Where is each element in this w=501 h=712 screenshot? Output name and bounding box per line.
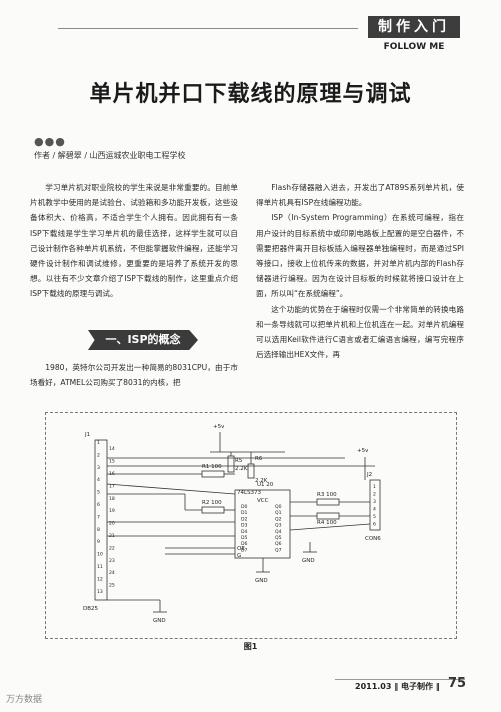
left-column-lower: 1980，英特尔公司开发出一种简易的8031CPU，由于市场看好，ATMEL公司… [30,360,238,390]
u1-output-pin: Q2 [275,516,282,522]
j2-pin-label: 4 [373,507,376,513]
db25-pin-label: 1 [97,440,100,446]
r5-label: R5 [235,458,243,464]
db25-pin-label: 13 [97,589,103,595]
gnd-label-3: GND [302,558,315,564]
right-column: Flash存储器融入进去，开发出了AT89S系列单片机，使得单片机具有ISP在线… [256,180,464,362]
u1-input-pin: D1 [241,510,248,516]
db25-pin-label: 14 [109,446,115,452]
db25-pin-label: 3 [97,465,100,471]
db25-pin-label: 9 [97,539,100,545]
gnd-label-2: GND [255,578,268,584]
db25-pin-label: 2 [97,452,100,458]
db25-pin-label: 22 [109,545,115,551]
right-paragraph-3: 这个功能的优势在于编程时仅需一个非常简单的转换电路和一条导线就可以把单片机和上位… [256,304,464,360]
title-dots: ●●● [34,135,66,148]
db25-pin-label: 16 [109,471,115,477]
r4-resistor [316,512,340,520]
db25-pin-label: 5 [97,490,100,496]
u1-type-label: 74LS373 [237,490,262,496]
circuit-schematic: +5v +5v J1 J2 DB25 CON6 GND GND GND R1 1… [83,424,381,624]
u1-input-pin: D2 [241,516,248,522]
db25-pin-label: 21 [109,533,115,539]
right-paragraph-2: ISP（In-System Programming）在系统可编程，指在用户设计的… [256,213,464,299]
vcc-right-label: +5v [357,448,369,454]
section-tab: 制作入门 [368,16,460,38]
u1-input-pin: D5 [241,535,248,541]
db25-pin-label: 20 [109,521,115,527]
u1-output-pin: Q6 [275,541,282,547]
u1-input-pin: D0 [241,504,248,510]
r2-resistor [201,506,225,514]
u1-input-pin: D7 [241,547,248,553]
db25-pin-label: 6 [97,502,100,508]
right-paragraph-1: Flash存储器融入进去，开发出了AT89S系列单片机，使得单片机具有ISP在线… [256,183,464,208]
gnd-label-1: GND [153,618,166,624]
db25-pin-label: 17 [109,483,115,489]
u1-oe-pin: OE [237,546,245,552]
r5-value: 2.2K [235,466,248,472]
author-line: 作者 / 解碧翠 / 山西运城农业职电工程学校 [34,151,186,160]
header-rule [58,28,358,29]
u1-output-pin: Q0 [275,504,282,510]
u1-output-pin: Q4 [275,529,282,535]
u1-g-pin: G [237,553,241,559]
db25-pin-label: 25 [109,583,115,589]
watermark: 万方数据 [6,695,43,705]
db25-label: DB25 [83,606,99,612]
r4-label: R4 100 [317,520,337,526]
db25-pin-label: 7 [97,514,100,520]
db25-pin-label: 23 [109,558,115,564]
j1-label: J1 [84,432,90,438]
figure-caption: 图1 [243,642,258,651]
u1-input-pin: D4 [241,529,248,535]
db25-pin-label: 18 [109,496,115,502]
j2-pin-label: 6 [373,522,376,528]
section-heading-isp: 一、ISP的概念 [88,330,198,350]
j2-pin-label: 5 [373,514,376,520]
u1-output-pin: Q1 [275,510,282,516]
vcc-top-label: +5v [213,424,225,430]
db25-pin-label: 15 [109,459,115,465]
j2-label: J2 [366,472,372,478]
r1-label: R1 100 [202,464,222,470]
r6-value: 2.2K [255,478,268,484]
u1-label: U1 20 [257,482,274,488]
db25-pin-label: 12 [97,576,103,582]
u1-input-pin: D3 [241,523,248,529]
u1-input-pin: D6 [241,541,248,547]
u1-output-pin: Q7 [275,547,282,553]
figure-frame [45,412,457,639]
j2-pin-label: 2 [373,492,376,498]
j2-pin-label: 1 [373,484,376,490]
u1-vcc-pin: VCC [257,498,269,504]
j2-pin-label: 3 [373,499,376,505]
j2-body [369,479,381,531]
r1-resistor [201,470,225,478]
db25-pin-label: 4 [97,477,100,483]
db25-pin-label: 24 [109,570,115,576]
intro-paragraph: 学习单片机对职业院校的学生来说是非常重要的。目前单片机教学中使用的是试验台、试验… [30,183,238,299]
db25-pin-label: 19 [109,508,115,514]
section-subtitle: FOLLOW ME [383,42,445,52]
db25-pin-label: 8 [97,527,100,533]
page-number: 75 [448,676,467,691]
r3-resistor [316,498,340,506]
r3-label: R3 100 [317,492,337,498]
footer-rule [335,679,465,680]
u1-output-pin: Q3 [275,523,282,529]
issue-info: 2011.03 ‖ 电子制作 ‖ [355,682,440,691]
con6-label: CON6 [365,536,381,542]
u1-chip [234,489,291,559]
db25-pin-label: 10 [97,552,103,558]
left-column: 学习单片机对职业院校的学生来说是非常重要的。目前单片机教学中使用的是试验台、试验… [30,180,238,302]
article-title: 单片机并口下载线的原理与调试 [89,82,412,107]
r2-label: R2 100 [202,500,222,506]
isp-paragraph: 1980，英特尔公司开发出一种简易的8031CPU，由于市场看好，ATMEL公司… [30,363,238,388]
r6-label: R6 [255,456,263,462]
db25-pin-label: 11 [97,564,103,570]
u1-output-pin: Q5 [275,535,282,541]
db25-body [94,439,108,601]
